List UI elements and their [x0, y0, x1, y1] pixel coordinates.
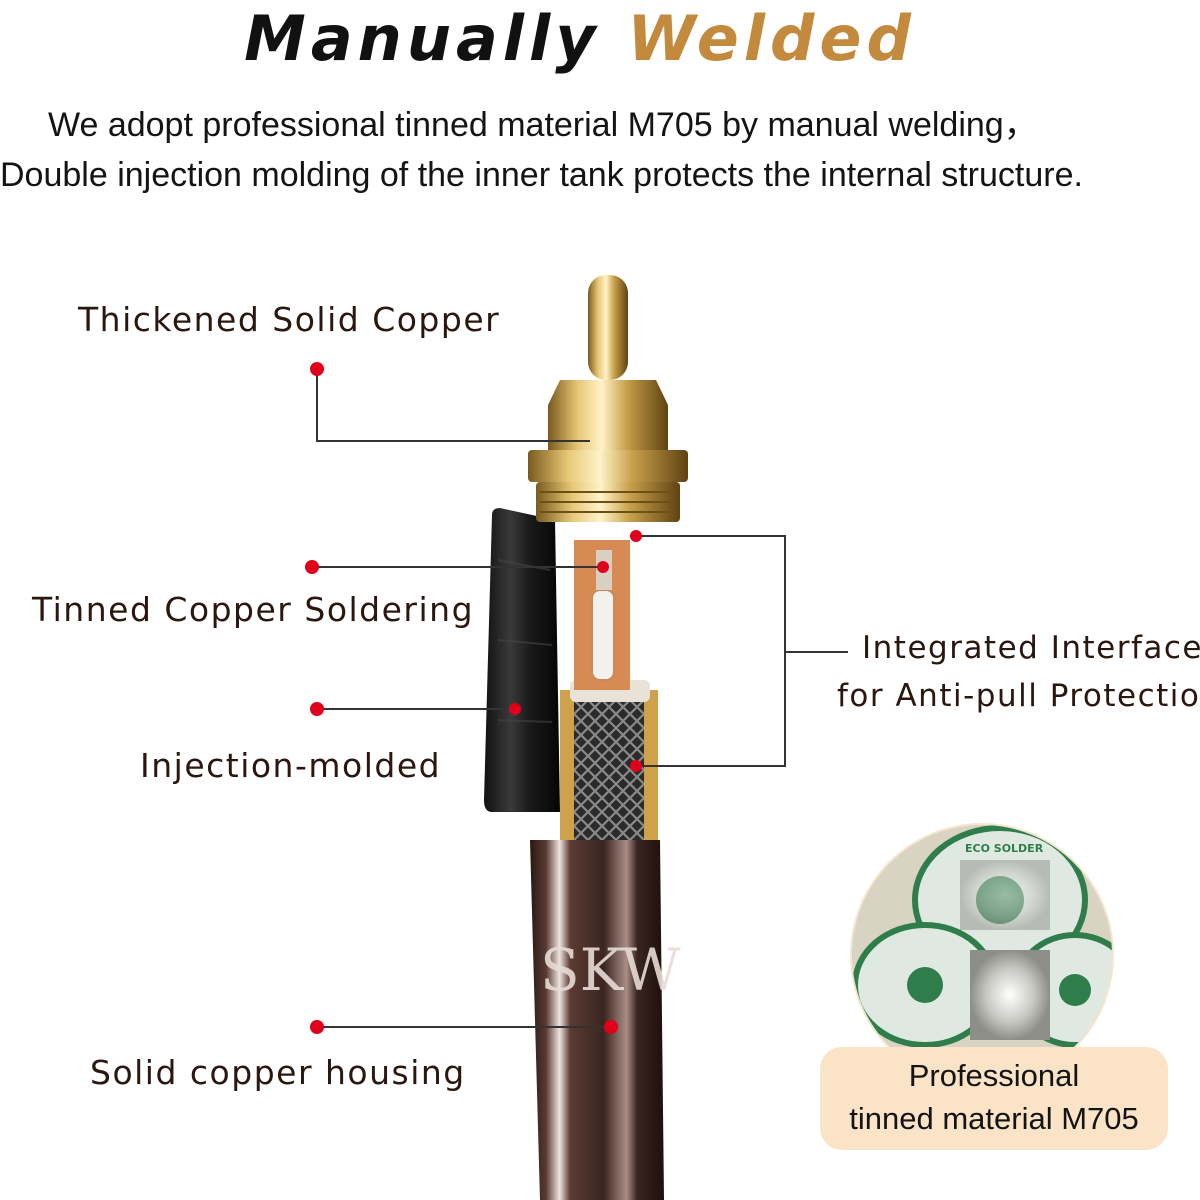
label-thickened-solid-copper: Thickened Solid Copper: [78, 300, 501, 339]
marker-dot: [630, 530, 642, 542]
marker-dot: [604, 1020, 618, 1034]
gold-connector-shape: [528, 275, 688, 522]
title-part-manually: Manually: [244, 2, 601, 75]
callout-markers: [305, 362, 642, 1034]
page-title: Manually Welded: [0, 0, 1160, 80]
label-integrated-interface: Integrated Interface: [862, 630, 1200, 666]
marker-dot: [630, 760, 642, 772]
marker-dot: [597, 561, 609, 573]
marker-dot: [310, 702, 324, 716]
solder-spool-image: ECO SOLDER: [850, 823, 1114, 1087]
marker-dot: [305, 560, 319, 574]
inner-cable-shape: [560, 540, 658, 840]
label-injection-molded: Injection-molded: [140, 746, 442, 785]
marker-dot: [310, 1020, 324, 1034]
intro-line-2: Double injection molding of the inner ta…: [0, 156, 1083, 194]
title-part-welded: Welded: [627, 2, 916, 75]
label-solid-copper-housing: Solid copper housing: [90, 1053, 466, 1092]
intro-text: We adopt professional tinned material M7…: [0, 100, 1200, 200]
label-anti-pull-protection: for Anti-pull Protection: [837, 678, 1200, 714]
intro-line-1: We adopt professional tinned material M7…: [48, 106, 1038, 144]
housing-brand-text: SKW: [540, 936, 681, 1004]
leader-lines: [312, 369, 848, 1028]
professional-material-badge: Professional tinned material M705: [820, 1047, 1168, 1150]
badge-line-2: tinned material M705: [849, 1101, 1139, 1136]
badge-line-1: Professional: [908, 1058, 1080, 1093]
copper-housing-shape: SKW: [530, 840, 681, 1200]
marker-dot: [310, 362, 324, 376]
label-tinned-copper-soldering: Tinned Copper Soldering: [32, 590, 475, 629]
marker-dot: [509, 703, 521, 715]
spool-brand-text: ECO SOLDER: [965, 842, 1044, 855]
injection-mold-shape: [484, 508, 560, 812]
